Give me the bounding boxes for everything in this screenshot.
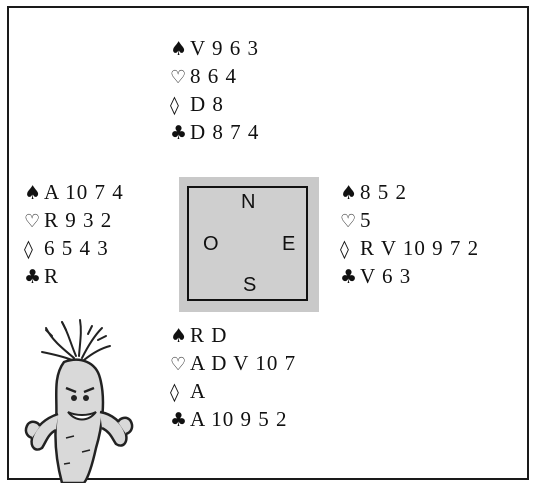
south-spades-cards: R D [190, 323, 227, 347]
heart-icon: ♡ [340, 208, 360, 236]
east-hearts-cards: 5 [360, 208, 372, 232]
south-clubs: ♣A 10 9 5 2 [170, 405, 296, 433]
west-spades: ♠A 10 7 4 [24, 178, 124, 206]
compass-north-label: N [241, 191, 255, 214]
compass-west-label: O [203, 233, 219, 256]
east-diamonds: ◊R V 10 9 7 2 [340, 234, 479, 262]
hand-west: ♠A 10 7 4 ♡R 9 3 2 ◊6 5 4 3 ♣R [24, 178, 124, 290]
north-diamonds: ◊D 8 [170, 90, 259, 118]
compass-inner: N O E S [187, 186, 308, 301]
south-clubs-cards: A 10 9 5 2 [190, 407, 288, 431]
spade-icon: ♠ [340, 179, 360, 207]
hand-east: ♠8 5 2 ♡5 ◊R V 10 9 7 2 ♣V 6 3 [340, 178, 479, 290]
east-diamonds-cards: R V 10 9 7 2 [360, 236, 479, 260]
diamond-icon: ◊ [170, 92, 190, 120]
south-hearts: ♡A D V 10 7 [170, 349, 296, 377]
north-clubs-cards: D 8 7 4 [190, 120, 259, 144]
south-spades: ♠R D [170, 321, 296, 349]
east-spades: ♠8 5 2 [340, 178, 479, 206]
south-hearts-cards: A D V 10 7 [190, 351, 296, 375]
club-icon: ♣ [170, 119, 190, 147]
spade-icon: ♠ [170, 35, 190, 63]
heart-icon: ♡ [170, 351, 190, 379]
spade-icon: ♠ [170, 322, 190, 350]
west-diamonds-cards: 6 5 4 3 [44, 236, 109, 260]
west-hearts-cards: R 9 3 2 [44, 208, 112, 232]
cartoon-carrot-flexing-icon [22, 318, 137, 483]
heart-icon: ♡ [170, 64, 190, 92]
spade-icon: ♠ [24, 179, 44, 207]
compass-south-label: S [243, 274, 256, 297]
south-diamonds-cards: A [190, 379, 206, 403]
east-clubs: ♣V 6 3 [340, 262, 479, 290]
east-hearts: ♡5 [340, 206, 479, 234]
north-spades: ♠V 9 6 3 [170, 34, 259, 62]
diamond-icon: ◊ [170, 379, 190, 407]
club-icon: ♣ [24, 263, 44, 291]
heart-icon: ♡ [24, 208, 44, 236]
east-spades-cards: 8 5 2 [360, 180, 407, 204]
west-clubs-cards: R [44, 264, 59, 288]
south-diamonds: ◊A [170, 377, 296, 405]
compass-box: N O E S [179, 177, 319, 312]
north-hearts: ♡8 6 4 [170, 62, 259, 90]
club-icon: ♣ [340, 263, 360, 291]
diamond-icon: ◊ [340, 236, 360, 264]
north-diamonds-cards: D 8 [190, 92, 224, 116]
west-clubs: ♣R [24, 262, 124, 290]
north-hearts-cards: 8 6 4 [190, 64, 237, 88]
east-clubs-cards: V 6 3 [360, 264, 411, 288]
west-diamonds: ◊6 5 4 3 [24, 234, 124, 262]
hand-north: ♠V 9 6 3 ♡8 6 4 ◊D 8 ♣D 8 7 4 [170, 34, 259, 146]
hand-south: ♠R D ♡A D V 10 7 ◊A ♣A 10 9 5 2 [170, 321, 296, 433]
north-clubs: ♣D 8 7 4 [170, 118, 259, 146]
west-spades-cards: A 10 7 4 [44, 180, 124, 204]
club-icon: ♣ [170, 406, 190, 434]
diamond-icon: ◊ [24, 236, 44, 264]
west-hearts: ♡R 9 3 2 [24, 206, 124, 234]
north-spades-cards: V 9 6 3 [190, 36, 259, 60]
compass-east-label: E [282, 233, 295, 256]
